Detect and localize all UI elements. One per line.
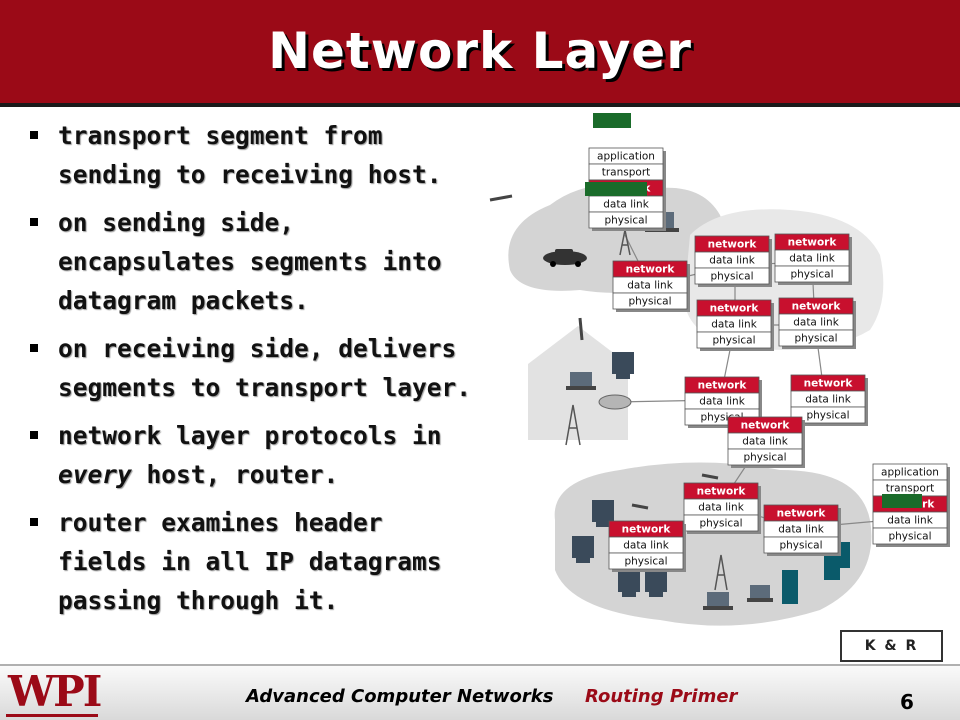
stack-layer-box (774, 265, 850, 283)
stack-layer-label: physical (794, 333, 837, 345)
stack-layer-label: network (710, 303, 760, 315)
network-diagram: network data link physical network data link… (489, 113, 950, 626)
bullet-item: on sending side, encapsulates segments i… (28, 203, 478, 320)
stack-layer-label: transport (602, 167, 651, 179)
stack-layer-box (727, 448, 803, 466)
datagram-icon (593, 113, 631, 128)
footer-divider (0, 664, 960, 666)
bullet-square-icon (30, 218, 38, 226)
stack-layer-label: data link (789, 253, 835, 265)
bullet-square-icon (30, 344, 38, 352)
wpi-logo: WPI (8, 667, 102, 716)
bullet-item: network layer protocols in every host, r… (28, 416, 478, 494)
stack-layer-label: network (792, 301, 842, 313)
stack-layer-box (683, 514, 759, 532)
bullet-square-icon (30, 431, 38, 439)
stack-layer-label: data link (805, 394, 851, 406)
stack-layer-label: data link (603, 199, 649, 211)
desktop-computer-icon (572, 352, 667, 597)
stack-layer-label: network (626, 264, 676, 276)
stack-layer-label: network (804, 378, 854, 390)
stack-layer-label: physical (604, 215, 647, 227)
bullet-text: router examines header fields in all IP … (58, 508, 442, 615)
stack-layer-label: physical (743, 452, 786, 464)
stack-layer-box (696, 331, 772, 349)
router-protocol-stack: network data link physical (778, 297, 856, 349)
stack-layer-label: physical (712, 335, 755, 347)
router-protocol-stack: network data link physical (683, 482, 761, 534)
stack-layer-label: physical (624, 556, 667, 568)
stack-layer-box (763, 536, 839, 554)
stack-layer-label: data link (623, 540, 669, 552)
stack-layer-box (608, 552, 684, 570)
bullet-emphasis: every (58, 460, 132, 489)
stack-layer-label: network (697, 486, 747, 498)
page-number: 6 (900, 690, 914, 714)
stack-layer-label: data link (698, 502, 744, 514)
stack-layer-label: application (597, 151, 655, 163)
stack-layer-label: physical (806, 410, 849, 422)
router-protocol-stack: network data link physical (774, 233, 852, 285)
stack-layer-label: network (777, 508, 827, 520)
router-protocol-stack: network data link physical (790, 374, 868, 426)
bullet-text: on receiving side, delivers segments to … (58, 334, 472, 402)
title-banner (0, 0, 960, 103)
router-protocol-stack: network data link physical (612, 260, 690, 312)
stack-layer-label: physical (790, 269, 833, 281)
stack-layer-label: application (881, 467, 939, 479)
router-protocol-stack: network data link physical (763, 504, 841, 556)
stack-layer-label: physical (888, 531, 931, 543)
bullet-item: router examines header fields in all IP … (28, 503, 478, 620)
stack-layer-label: physical (779, 540, 822, 552)
title-divider (0, 103, 960, 107)
bullet-text-tail: host, router. (131, 460, 339, 489)
stack-layer-label: network (698, 380, 748, 392)
stack-layer-label: data link (627, 280, 673, 292)
stack-layer-label: physical (699, 518, 742, 530)
router-protocol-stack: network data link physical (696, 299, 774, 351)
stack-layer-label: network (788, 237, 838, 249)
source-label: K & R (840, 630, 943, 662)
footer-bar (0, 666, 960, 720)
stack-layer-label: data link (887, 515, 933, 527)
stack-layer-label: data link (793, 317, 839, 329)
logo-underline (6, 714, 98, 717)
stack-layer-label: data link (778, 524, 824, 536)
slide-title: Network Layer (268, 22, 692, 80)
course-name: Advanced Computer Networks (246, 686, 554, 707)
bullet-list: transport segment from sending to receiv… (28, 116, 478, 629)
router-protocol-stack: network data link physical (727, 416, 805, 468)
datagram-icon (585, 182, 647, 196)
bullet-square-icon (30, 518, 38, 526)
bullet-text: on sending side, encapsulates segments i… (58, 208, 442, 315)
stack-layer-box (694, 267, 770, 285)
bullet-text: transport segment from sending to receiv… (58, 121, 442, 189)
stack-layer-label: data link (699, 396, 745, 408)
stack-layer-label: network (622, 524, 672, 536)
bullet-text: network layer protocols in (58, 421, 442, 450)
stack-layer-label: network (708, 239, 758, 251)
home-router-icon (598, 394, 632, 410)
stack-layer-box (790, 406, 866, 424)
stack-layer-box (612, 292, 688, 310)
stack-layer-label: physical (628, 296, 671, 308)
car-icon (543, 249, 587, 267)
stack-layer-label: physical (710, 271, 753, 283)
lecture-topic: Routing Primer (585, 686, 738, 707)
stack-layer-box (588, 211, 664, 229)
router-protocol-stack: network data link physical (694, 235, 772, 287)
stack-layer-label: data link (711, 319, 757, 331)
stack-layer-label: data link (742, 436, 788, 448)
bullet-item: on receiving side, delivers segments to … (28, 329, 478, 407)
router-protocol-stack: network data link physical (608, 520, 686, 572)
datagram-icon (882, 494, 922, 508)
stack-layer-label: data link (709, 255, 755, 267)
stack-layer-label: network (741, 420, 791, 432)
bullet-square-icon (30, 131, 38, 139)
bullet-item: transport segment from sending to receiv… (28, 116, 478, 194)
stack-layer-box (872, 527, 948, 545)
stack-layer-box (778, 329, 854, 347)
antenna-icon (489, 194, 719, 510)
stack-layer-label: transport (886, 483, 935, 495)
